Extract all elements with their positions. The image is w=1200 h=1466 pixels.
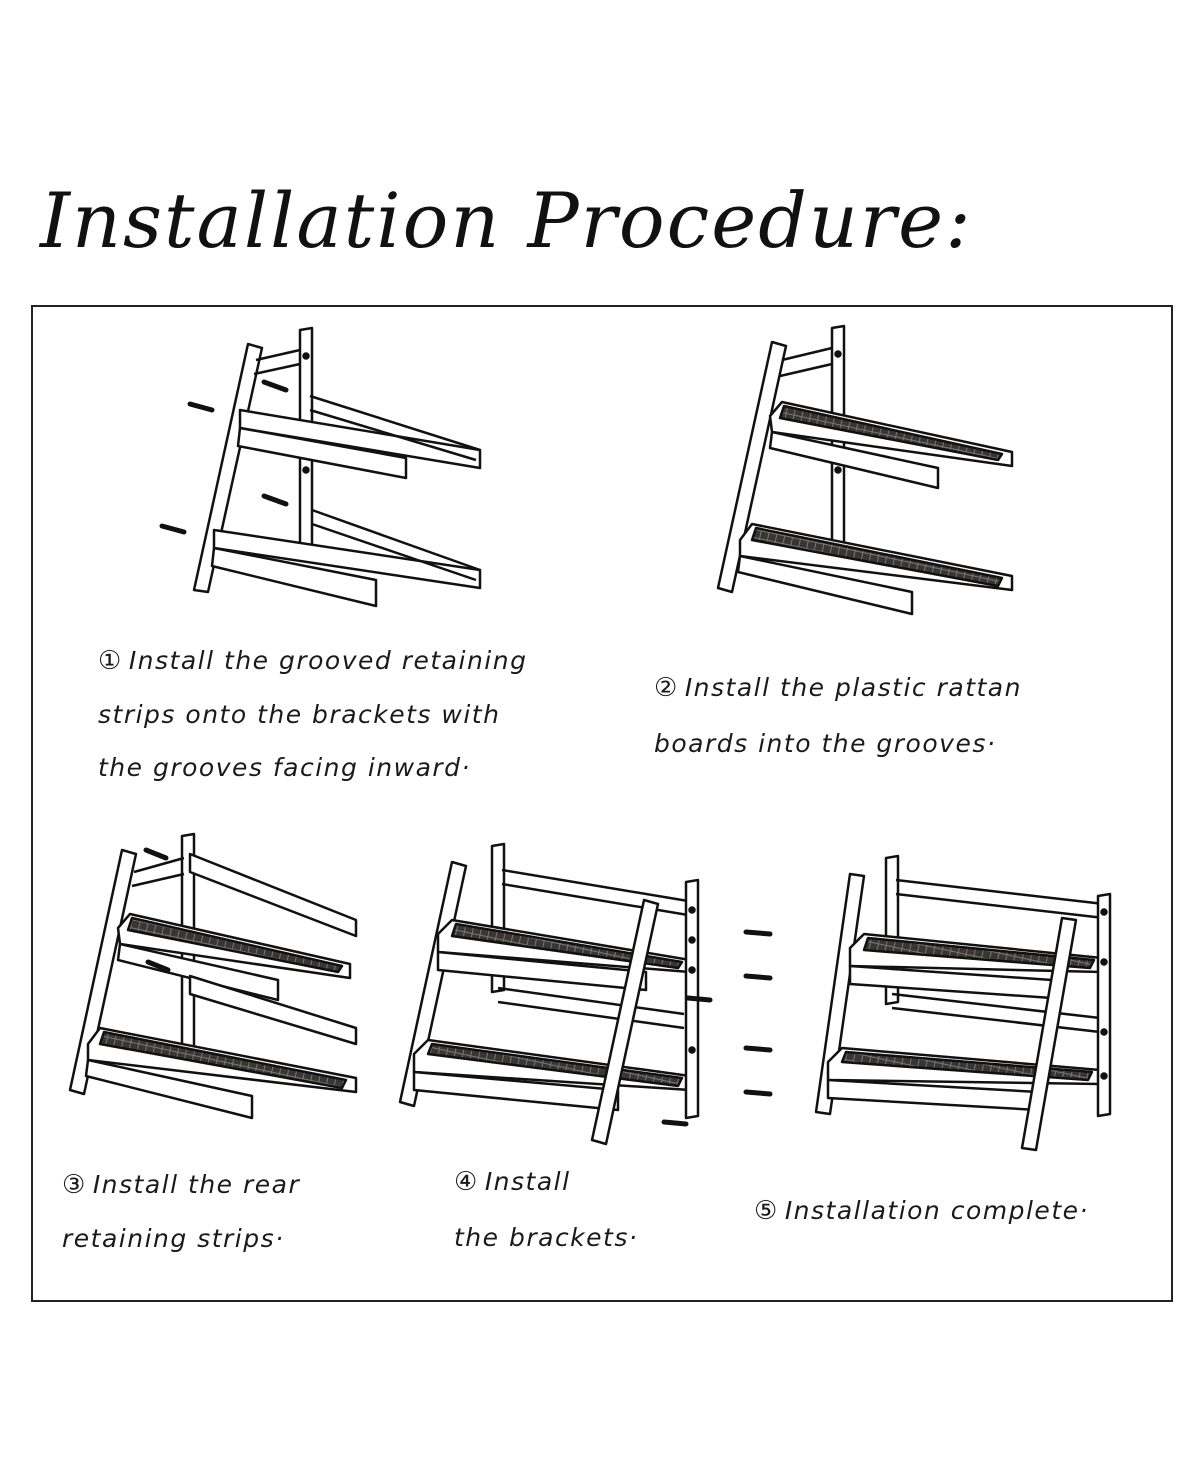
step-4-caption-line-2: the brackets· — [454, 1223, 639, 1252]
step-3-number: ③ — [62, 1170, 87, 1200]
instructions-frame — [31, 305, 1173, 1302]
step-3-caption-line-2: retaining strips· — [62, 1224, 285, 1253]
step-1-caption-line-2: strips onto the brackets with — [98, 700, 501, 729]
page-title: Installation Procedure: — [40, 176, 973, 265]
step-1-caption-line-3: the grooves facing inward· — [98, 753, 471, 782]
step-3-illustration — [66, 828, 366, 1128]
screw-icon — [159, 379, 289, 535]
step-2-illustration — [712, 320, 1022, 620]
step-5-illustration — [812, 852, 1122, 1152]
screw-icon — [143, 847, 171, 973]
step-1-number: ① — [98, 646, 123, 676]
screw-icon — [661, 929, 773, 1127]
step-2-number: ② — [654, 673, 679, 703]
step-4-illustration — [398, 840, 788, 1150]
step-4-number: ④ — [454, 1167, 479, 1197]
step-5-number: ⑤ — [754, 1196, 779, 1226]
step-2-caption-line-2: boards into the grooves· — [654, 729, 997, 758]
step-1-illustration — [150, 320, 490, 610]
